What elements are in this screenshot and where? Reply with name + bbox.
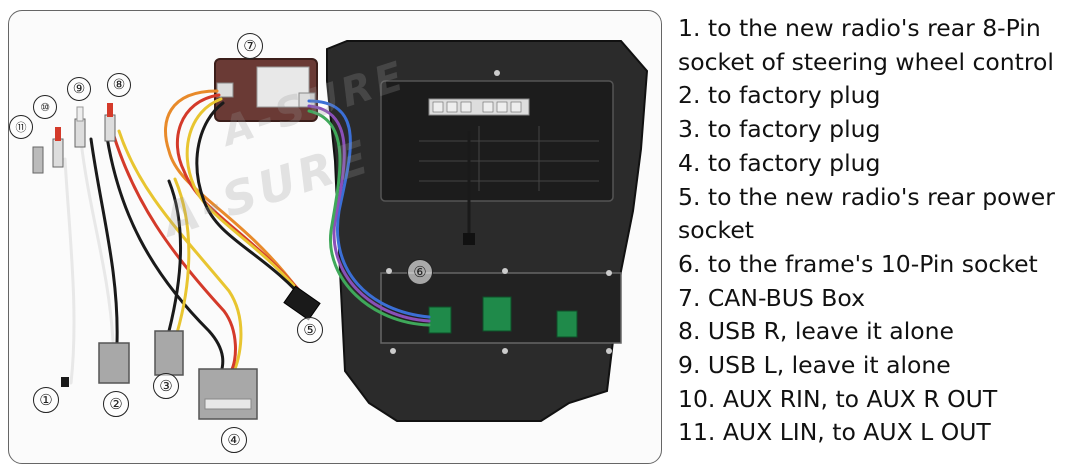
legend-item-5: 5. to the new radio's rear power socket <box>678 182 1055 245</box>
callout-1: ① <box>33 387 59 413</box>
pcb-right <box>556 310 578 338</box>
callout-3: ③ <box>153 373 179 399</box>
sw-plug-1 <box>61 377 69 387</box>
rca-plugs <box>32 103 116 174</box>
legend-item-11: 11. AUX LIN, to AUX L OUT <box>678 418 991 447</box>
wiring-photo: A-SURE A-SURE ① ② ③ ④ ⑤ ⑥ ⑦ ⑧ ⑨ ⑩ ⑪ <box>8 10 662 464</box>
legend-item-8: 8. USB R, leave it alone <box>678 317 954 346</box>
pcb-center <box>482 296 512 332</box>
callout-6: ⑥ <box>407 259 433 285</box>
callout-2: ② <box>103 391 129 417</box>
legend-item-7: 7. CAN-BUS Box <box>678 283 865 312</box>
legend-item-2: 2. to factory plug <box>678 81 881 110</box>
factory-plug-2 <box>98 342 130 384</box>
callout-8: ⑧ <box>107 73 131 97</box>
callout-7: ⑦ <box>237 33 263 59</box>
legend-item-10: 10. AUX RIN, to AUX R OUT <box>678 384 998 413</box>
callout-4: ④ <box>221 427 247 453</box>
factory-plug-4 <box>198 368 258 420</box>
callout-9: ⑨ <box>67 77 91 101</box>
callout-10: ⑩ <box>33 95 57 119</box>
legend-item-6: 6. to the frame's 10-Pin socket <box>678 249 1038 278</box>
callout-11: ⑪ <box>9 115 33 139</box>
factory-plug-3 <box>154 330 184 376</box>
power-plug-5 <box>283 285 321 321</box>
pcb-left <box>428 306 452 334</box>
legend-item-3: 3. to factory plug <box>678 115 881 144</box>
legend-item-9: 9. USB L, leave it alone <box>678 351 951 380</box>
legend-item-1: 1. to the new radio's rear 8-Pin socket … <box>678 14 1054 76</box>
harness-illustration <box>32 40 649 422</box>
callout-5: ⑤ <box>297 317 323 343</box>
connection-legend: 1. to the new radio's rear 8-Pin socket … <box>678 12 1083 450</box>
legend-item-4: 4. to factory plug <box>678 148 881 177</box>
